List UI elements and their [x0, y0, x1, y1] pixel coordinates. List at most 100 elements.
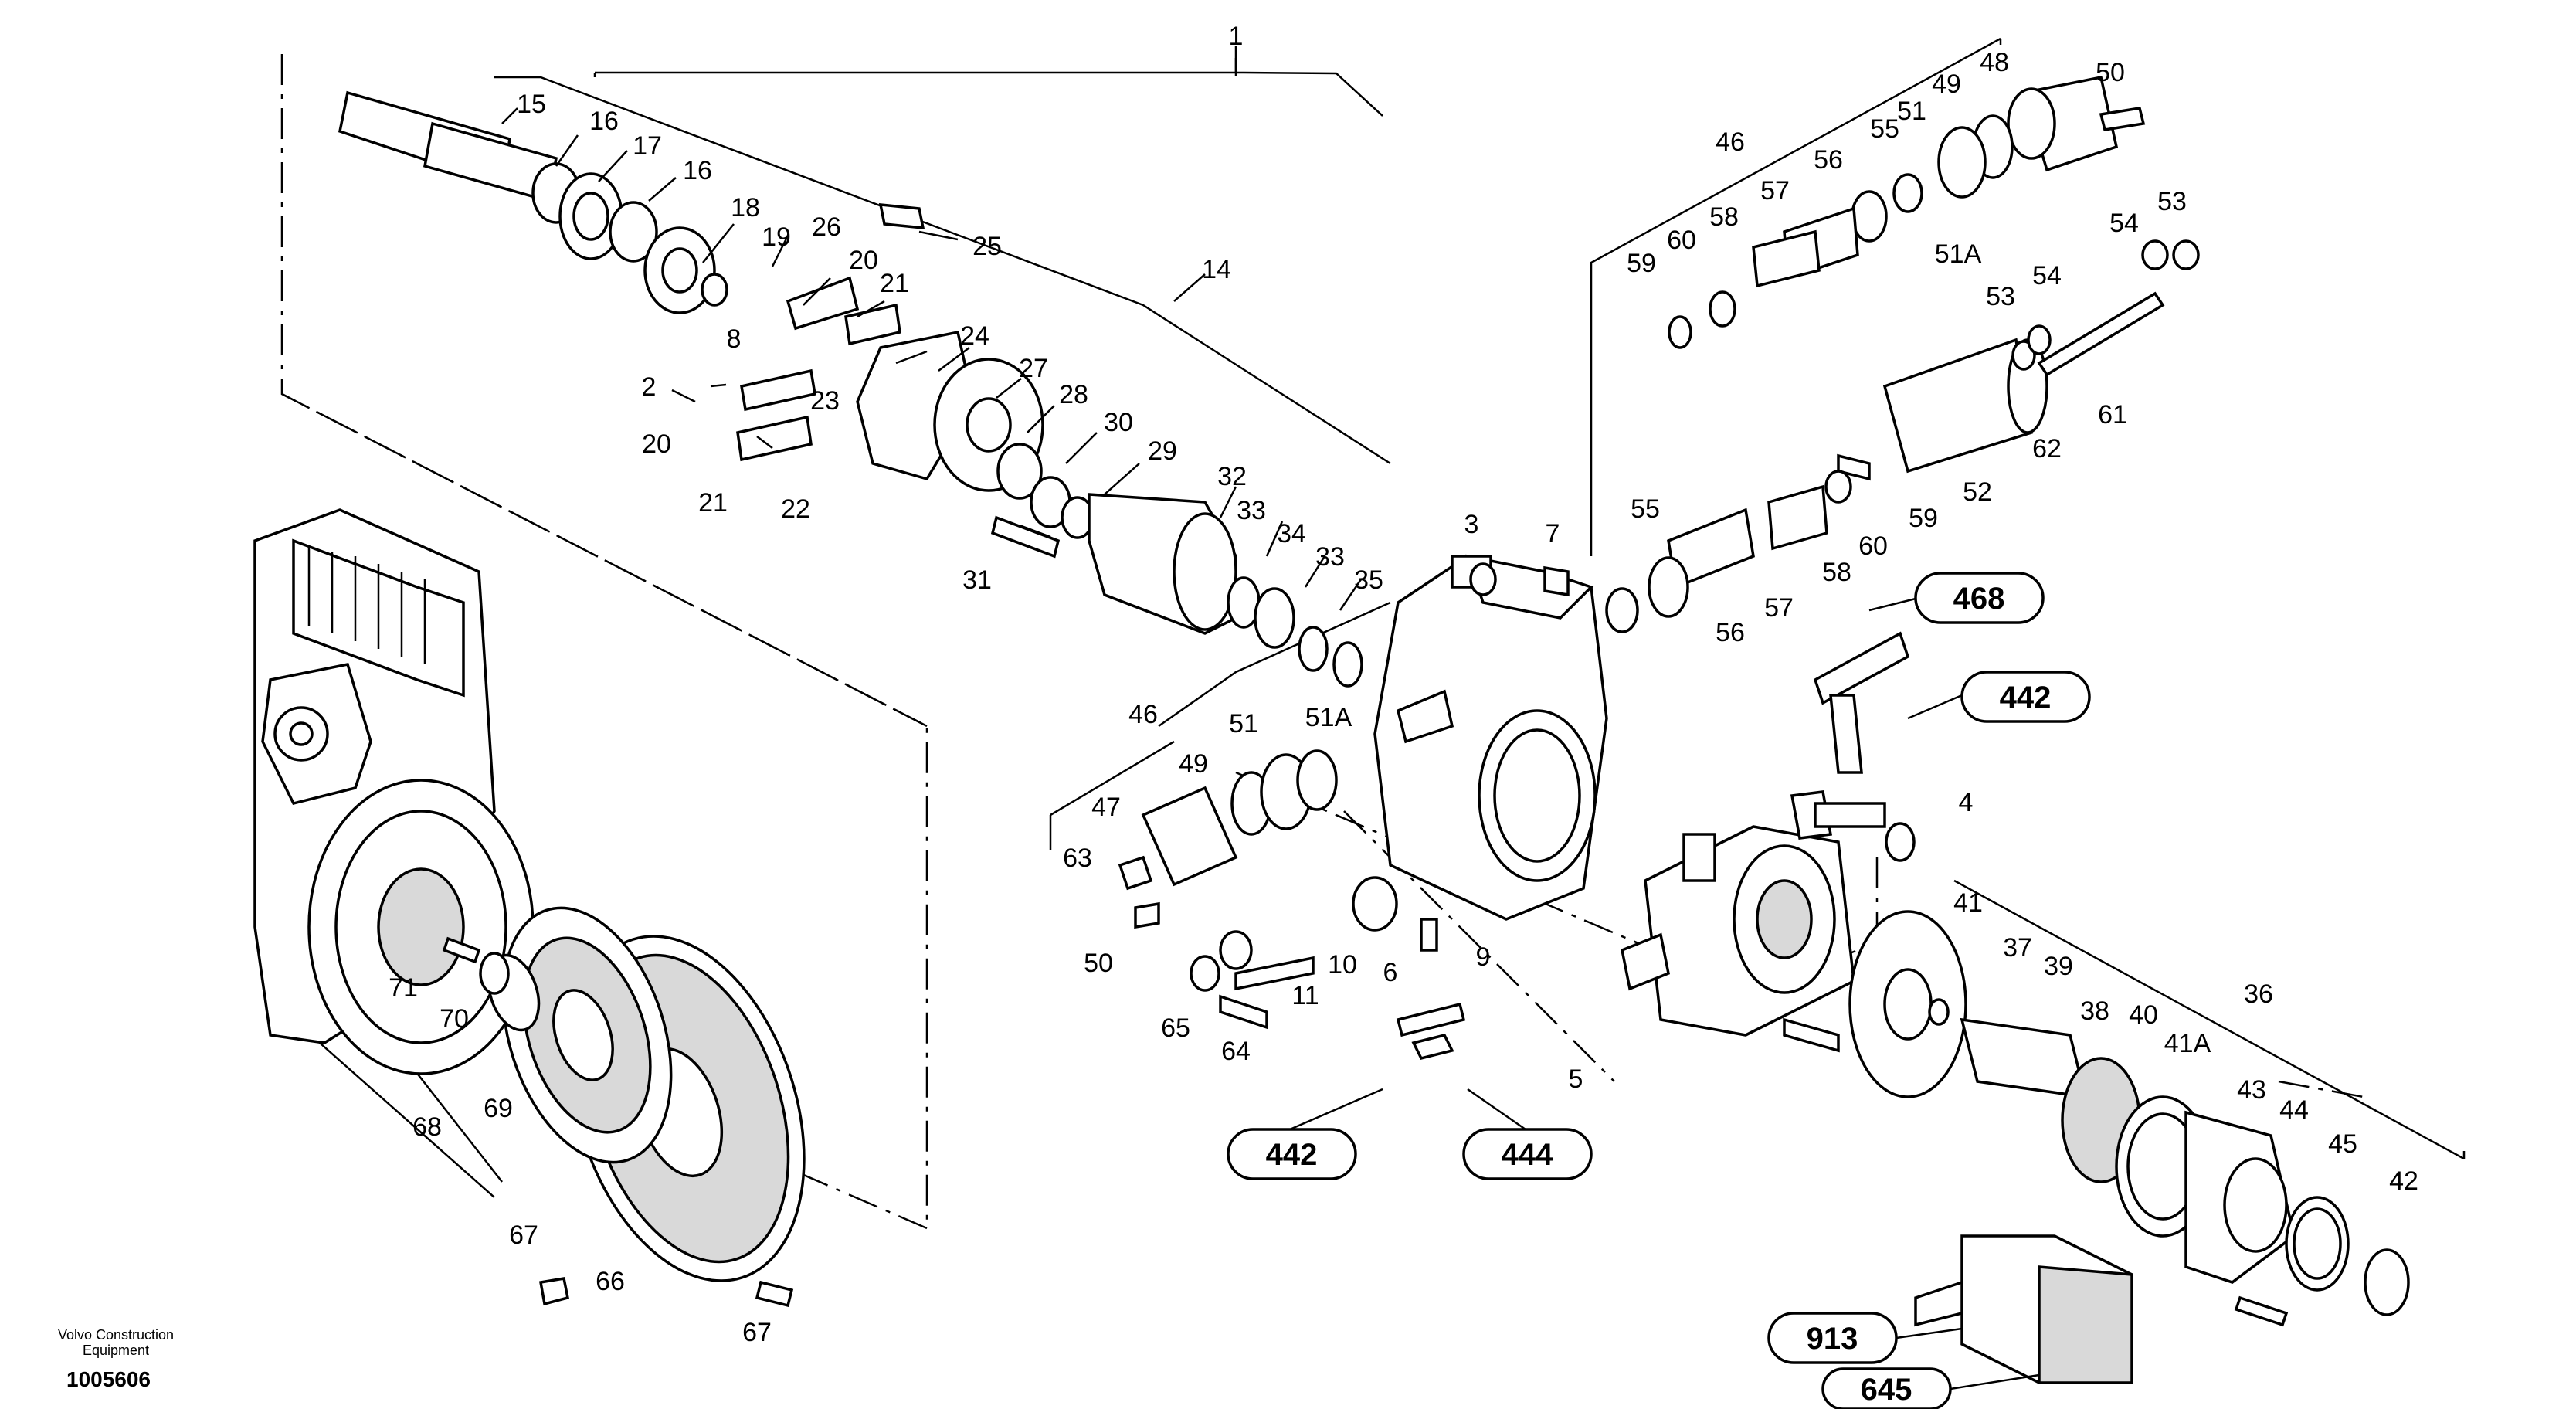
ref-645: 645 — [1861, 1373, 1912, 1407]
callout-16-upper: 16 — [589, 107, 619, 136]
callout-50-lower: 50 — [1084, 949, 1113, 978]
callout-48: 48 — [1980, 48, 2009, 77]
callout-20-upper: 20 — [849, 246, 878, 275]
callout-34: 34 — [1277, 519, 1306, 548]
callout-17: 17 — [633, 131, 662, 161]
callout-67-right: 67 — [742, 1318, 772, 1347]
callout-42: 42 — [2389, 1166, 2418, 1196]
callout-24: 24 — [960, 321, 989, 351]
callout-58-upper: 58 — [1709, 202, 1739, 232]
callout-21-upper: 21 — [880, 269, 909, 298]
callout-26: 26 — [812, 212, 841, 242]
ref-913: 913 — [1807, 1322, 1858, 1356]
callout-53-lower: 53 — [1986, 282, 2015, 311]
pump-housing — [1373, 554, 1608, 921]
callout-4: 4 — [1959, 788, 1974, 817]
ref-468: 468 — [1953, 582, 2005, 616]
ref-box-468 — [1914, 572, 2045, 624]
callout-68: 68 — [412, 1112, 442, 1142]
callout-69: 69 — [484, 1094, 513, 1123]
reference-labels: 468 442 442 444 913 645 — [1266, 582, 2052, 1407]
callout-41A: 41A — [2164, 1029, 2211, 1058]
callout-64: 64 — [1221, 1037, 1251, 1066]
leader-lines — [501, 46, 1363, 611]
coupling-assembly — [442, 906, 806, 1308]
callout-20-lower: 20 — [642, 429, 671, 459]
callout-60-upper: 60 — [1667, 226, 1696, 255]
callout-45: 45 — [2328, 1129, 2357, 1159]
callout-16-lower: 16 — [683, 156, 712, 185]
callout-3: 3 — [1464, 510, 1479, 539]
callout-51A-lower: 51A — [1305, 703, 1352, 732]
callout-36: 36 — [2244, 980, 2273, 1009]
rotating-group — [338, 90, 1363, 688]
callout-22: 22 — [781, 494, 810, 524]
callout-15: 15 — [517, 90, 546, 119]
group-brackets — [293, 37, 2466, 1198]
callout-71: 71 — [389, 973, 418, 1003]
callout-65: 65 — [1161, 1013, 1190, 1043]
callout-63: 63 — [1063, 844, 1092, 873]
callout-9: 9 — [1476, 942, 1491, 972]
callout-61: 61 — [2098, 400, 2127, 429]
manufacturer-line-2: Equipment — [82, 1343, 150, 1358]
callout-59-lower: 59 — [1909, 504, 1938, 533]
callout-11: 11 — [1291, 981, 1319, 1010]
ref-442-lower: 442 — [1266, 1138, 1318, 1172]
spool-group-lower — [1118, 749, 1466, 1061]
callout-43: 43 — [2237, 1075, 2266, 1105]
reference-boxes — [1227, 572, 2091, 1409]
callout-53-upper: 53 — [2157, 187, 2187, 216]
document-number: 1005606 — [66, 1367, 151, 1391]
callout-55-upper: 55 — [1870, 114, 1899, 144]
callout-51-lower: 51 — [1229, 709, 1258, 738]
control-block — [1620, 631, 1916, 1037]
callout-49-upper: 49 — [1932, 70, 1961, 99]
callout-1: 1 — [1229, 22, 1244, 51]
callout-70: 70 — [440, 1004, 469, 1034]
callout-46-upper: 46 — [1716, 127, 1745, 157]
callout-30: 30 — [1104, 408, 1133, 437]
callout-62: 62 — [2032, 434, 2062, 463]
callout-41: 41 — [1953, 888, 1983, 918]
callout-27: 27 — [1019, 354, 1048, 383]
engine-block — [253, 508, 535, 1075]
callout-54-lower: 54 — [2032, 261, 2062, 290]
callout-50-upper: 50 — [2096, 58, 2125, 87]
callout-2: 2 — [642, 372, 657, 402]
callout-23: 23 — [810, 386, 840, 416]
callout-37: 37 — [2003, 933, 2032, 963]
callout-14: 14 — [1202, 255, 1231, 284]
spool-group-upper — [1605, 75, 2200, 633]
callout-52: 52 — [1963, 477, 1992, 507]
ref-444: 444 — [1502, 1138, 1553, 1172]
callout-40: 40 — [2129, 1000, 2158, 1030]
callout-44: 44 — [2279, 1095, 2309, 1125]
callout-31: 31 — [962, 565, 992, 595]
callout-10: 10 — [1328, 950, 1357, 980]
ref-442-upper: 442 — [2000, 681, 2052, 715]
callout-5: 5 — [1569, 1064, 1583, 1094]
callout-67-left: 67 — [509, 1221, 538, 1250]
callout-49-lower: 49 — [1179, 749, 1208, 779]
ref-box-442-upper — [1960, 671, 2091, 723]
callout-25: 25 — [972, 232, 1002, 261]
callout-labels: 1 2 3 4 5 6 7 8 9 10 11 14 15 16 16 17 1… — [389, 22, 2418, 1347]
callout-29: 29 — [1148, 436, 1177, 466]
callout-46-lower: 46 — [1128, 700, 1158, 729]
callout-47: 47 — [1091, 793, 1121, 822]
callout-51A-upper: 51A — [1935, 239, 1982, 269]
callout-32: 32 — [1217, 462, 1247, 491]
callout-18: 18 — [731, 193, 760, 222]
callout-7: 7 — [1546, 519, 1560, 548]
callout-33-left: 33 — [1237, 496, 1266, 525]
callout-60-lower: 60 — [1858, 531, 1888, 561]
callout-66: 66 — [596, 1267, 625, 1296]
callout-21-lower: 21 — [698, 488, 728, 518]
callout-57-lower: 57 — [1764, 593, 1794, 623]
callout-38: 38 — [2080, 996, 2109, 1026]
callout-58-lower: 58 — [1822, 558, 1851, 587]
callout-8: 8 — [727, 324, 742, 354]
footer: Volvo Construction Equipment 1005606 — [31, 1327, 201, 1392]
